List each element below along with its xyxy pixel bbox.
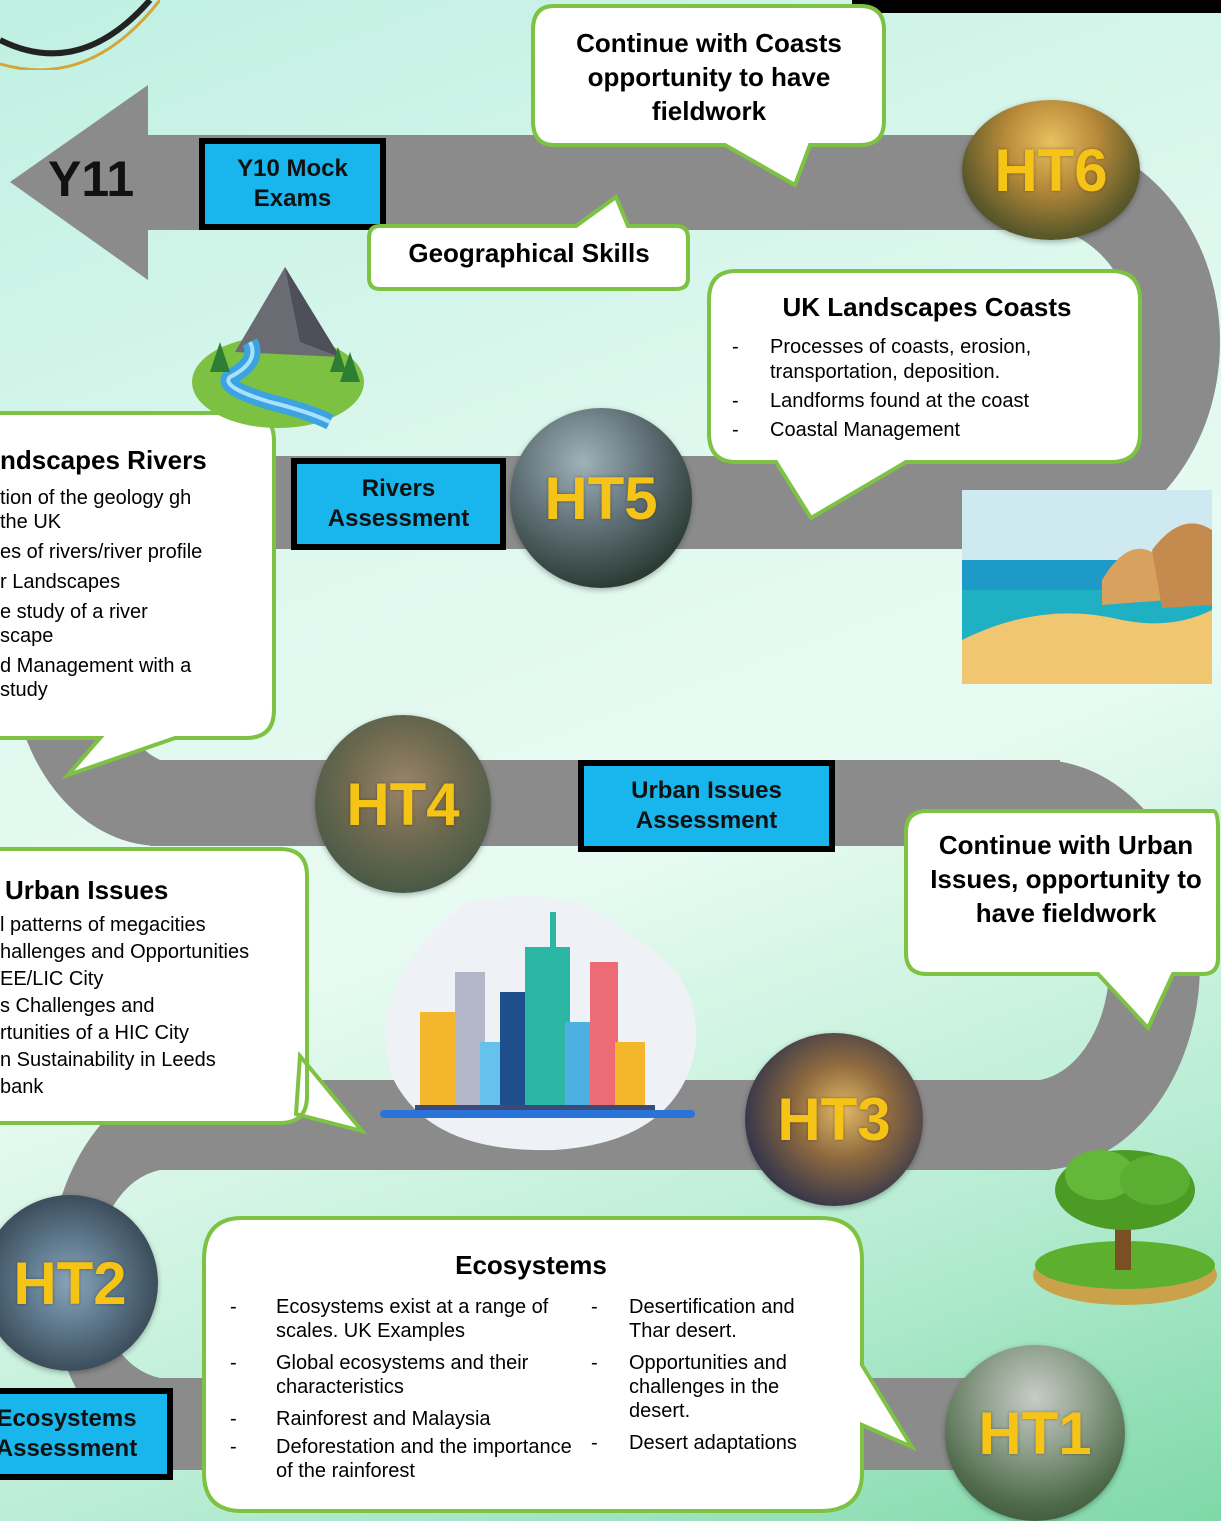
coasts-item-dash: - [732,419,739,441]
ht2-label: HT2 [13,1249,127,1317]
ecosystems-col2: - Desertification and Thar desert. - Oppor… [591,1295,851,1483]
coasts-bubble-shape [707,269,1142,521]
river-mountain-illustration [192,267,364,430]
y10-mock-exams-box: Y10 Mock Exams [199,138,386,230]
ecosystems-item-text: Opportunities and challenges in the dese… [629,1352,787,1422]
urban-item: n Sustainability in Leeds bank [0,1049,216,1098]
ht2-circle: HT2 [0,1195,158,1371]
ecosystems-item-dash: - [591,1352,598,1374]
ecosystems-columns: - Ecosystems exist at a range of scales. … [206,1295,856,1483]
ht3-circle: HT3 [745,1033,923,1206]
ecosystems-bubble-shape [202,1216,918,1513]
coasts-item-dash: - [732,390,739,412]
ht1-circle: HT1 [945,1345,1125,1521]
coasts-item: - Processes of coasts, erosion, transport… [722,335,1132,385]
city-illustration [380,896,697,1151]
coasts-item: - Coastal Management [722,418,1132,443]
coasts-panel: UK Landscapes Coasts - Processes of coast… [722,292,1132,447]
ecosystems-item: - Deforestation and the importance of the… [206,1435,576,1483]
geo-skills-callout: Geographical Skills [408,238,650,268]
ecosystems-item-text: Desertification and Thar desert. [629,1296,795,1342]
ecosystems-item-dash: - [230,1408,237,1430]
rivers-item: es of rivers/river profile [0,541,203,563]
ecosystems-item-text: Rainforest and Malaysia [276,1408,491,1430]
rivers-item: e study of a river scape [0,601,148,647]
spacer [200,1515,201,1516]
ecosystems-item: - Desert adaptations [591,1431,839,1455]
urban-list: l patterns of megacities hallenges and O… [0,912,300,1101]
rivers-item: r Landscapes [0,571,121,593]
ecosystems-item: - Opportunities and challenges in the des… [591,1351,819,1423]
ecosystems-item-text: Global ecosystems and their characterist… [276,1352,529,1398]
geo-skills-callout-shape [367,193,690,291]
coasts-item-text: Landforms found at the coast [770,390,1030,412]
ht1-label: HT1 [978,1399,1092,1467]
ecosystems-panel: Ecosystems - Ecosystems exist at a range … [206,1250,856,1483]
ecosystems-item-text: Deforestation and the importance of the … [276,1436,572,1482]
urban-bubble-shape [0,847,368,1135]
urban-fieldwork-callout-shape [904,809,1220,1032]
road-arrow-head [10,85,148,280]
ecosystems-item: - Desertification and Thar desert. [591,1295,829,1343]
rivers-assessment-box: Rivers Assessment [291,458,506,550]
tree-island-illustration [1033,1150,1217,1305]
ht5-circle: HT5 [510,408,692,588]
urban-fieldwork-callout: Continue with Urban Issues, opportunity … [930,830,1202,928]
ecosystems-assessment-box: Ecosystems Assessment [0,1388,173,1480]
coasts-title: UK Landscapes Coasts [782,292,1072,322]
ecosystems-item-dash: - [230,1296,237,1318]
urban-assessment-box: Urban Issues Assessment [578,760,835,852]
ecosystems-col1: - Ecosystems exist at a range of scales. … [206,1295,591,1483]
ecosystems-item: - Ecosystems exist at a range of scales. … [206,1295,576,1343]
ht3-label: HT3 [777,1086,891,1153]
rivers-item: d Management with a study [0,655,192,701]
coasts-fieldwork-callout-shape [531,3,886,188]
urban-item: l patterns of megacities [0,914,206,936]
coasts-fieldwork-callout: Continue with Coasts opportunity to have… [576,28,842,126]
ecosystems-item-text: Ecosystems exist at a range of scales. U… [276,1296,549,1342]
urban-title: Urban Issues [5,875,169,905]
ht4-circle: HT4 [315,715,491,893]
ecosystems-title: Ecosystems [455,1250,607,1280]
ecosystems-item: - Rainforest and Malaysia [206,1407,576,1431]
ht5-label: HT5 [544,464,658,532]
ecosystems-item-dash: - [230,1436,237,1458]
ht6-circle: HT6 [962,100,1140,240]
top-bar [852,0,1221,13]
ecosystems-item: - Global ecosystems and their characteris… [206,1351,586,1399]
coasts-item-text: Processes of coasts, erosion, transporta… [770,336,1032,383]
urban-panel: Urban Issues l patterns of megacities ha… [0,875,300,1101]
beach-illustration [962,490,1212,684]
ht4-label: HT4 [346,770,460,838]
ht6-label: HT6 [994,136,1108,204]
coasts-item: - Landforms found at the coast [722,389,1132,414]
ecosystems-item-dash: - [230,1352,237,1374]
urban-item: hallenges and Opportunities EE/LIC City [0,941,250,990]
ecosystems-item-dash: - [591,1432,598,1454]
coasts-list: - Processes of coasts, erosion, transport… [722,335,1132,443]
rivers-panel: ndscapes Rivers tion of the geology gh t… [0,445,268,708]
y11-label: Y11 [48,151,135,207]
coasts-item-dash: - [732,336,739,358]
rivers-list: tion of the geology gh the UK es of rive… [0,486,268,702]
coasts-item-text: Coastal Management [770,419,961,441]
urban-item: s Challenges and rtunities of a HIC City [0,995,189,1044]
school-logo [0,0,160,70]
rivers-item: tion of the geology gh the UK [0,487,192,533]
ecosystems-item-text: Desert adaptations [629,1432,797,1454]
rivers-title: ndscapes Rivers [0,445,207,475]
ecosystems-item-dash: - [591,1296,598,1318]
